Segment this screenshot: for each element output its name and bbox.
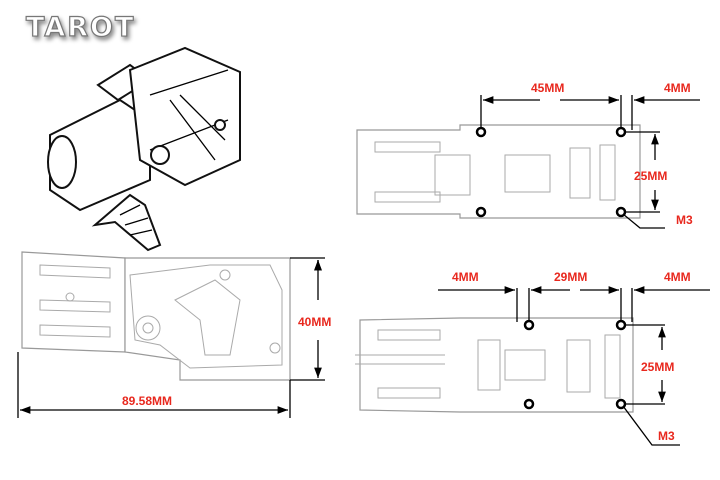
length-89-58mm-label: 89.58MM: [122, 394, 172, 408]
m3-hole-label: M3: [676, 213, 693, 227]
tarot-logo: TAROT: [25, 11, 135, 43]
width-29mm-label: 29MM: [554, 270, 587, 284]
height-25mm-label-2: 25MM: [641, 360, 674, 374]
m3-hole-label-2: M3: [658, 429, 675, 443]
height-25mm-label: 25MM: [634, 169, 667, 183]
bottom-view: 4MM 29MM 4MM 25MM M3: [355, 270, 710, 446]
width-45mm-label: 45MM: [531, 81, 564, 95]
top-view: 45MM 4MM 25MM M3: [356, 81, 700, 229]
offset-left-4mm-label: 4MM: [452, 270, 479, 284]
offset-right-4mm-label: 4MM: [664, 270, 691, 284]
height-40mm-label: 40MM: [298, 315, 331, 329]
offset-4mm-label: 4MM: [664, 81, 691, 95]
side-view: 40MM 89.58MM: [17, 251, 331, 418]
isometric-mount-view: [47, 46, 241, 252]
logo-text: TAROT: [26, 12, 135, 43]
